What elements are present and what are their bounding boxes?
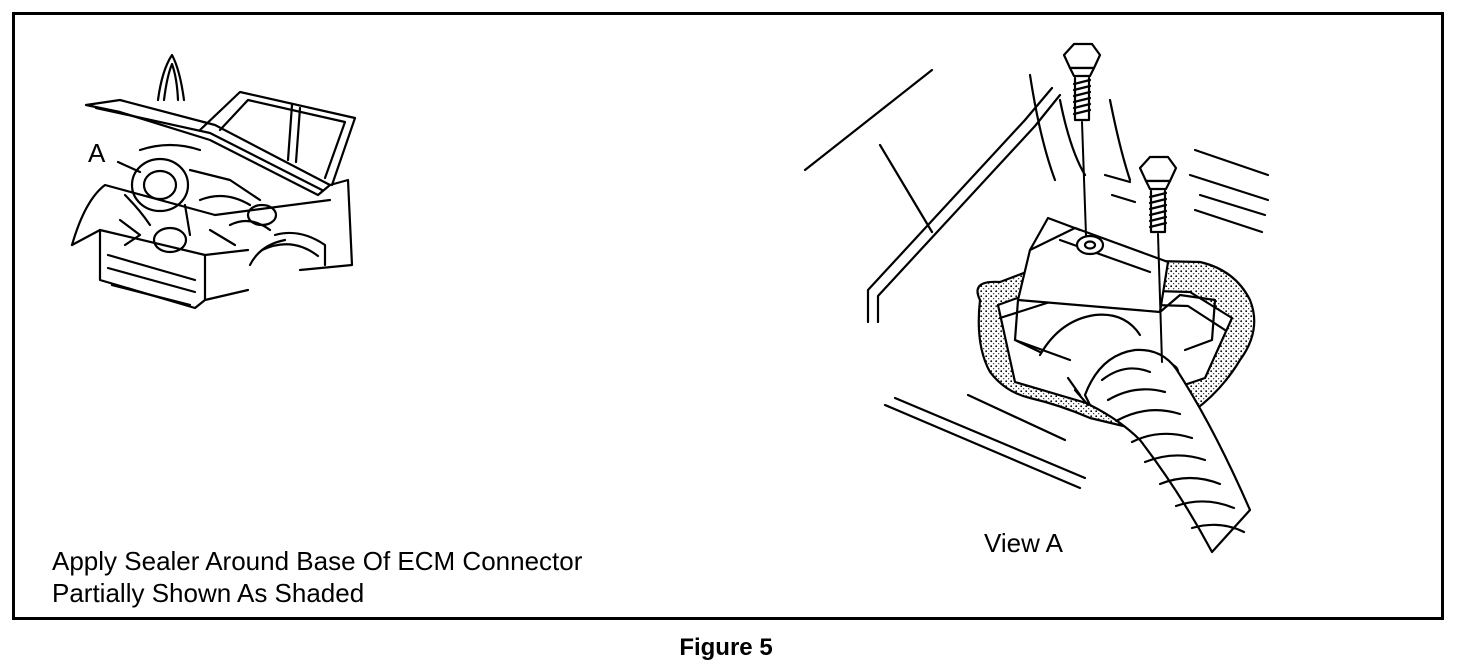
- figure-frame: [12, 12, 1444, 620]
- callout-label-a: A: [88, 138, 106, 168]
- note-line-1: Apply Sealer Around Base Of ECM Connecto…: [52, 546, 583, 576]
- figure-caption: Figure 5: [679, 634, 773, 661]
- sealer-instruction-note: Apply Sealer Around Base Of ECM Connecto…: [52, 545, 582, 609]
- bolt-upper-left: [1062, 42, 1102, 236]
- connector-detail-view: [803, 42, 1270, 554]
- bolt-lower-right: [1138, 155, 1178, 363]
- vehicle-illustration: [70, 53, 357, 310]
- view-a-label: View A: [984, 528, 1064, 558]
- note-line-2: Partially Shown As Shaded: [52, 578, 365, 608]
